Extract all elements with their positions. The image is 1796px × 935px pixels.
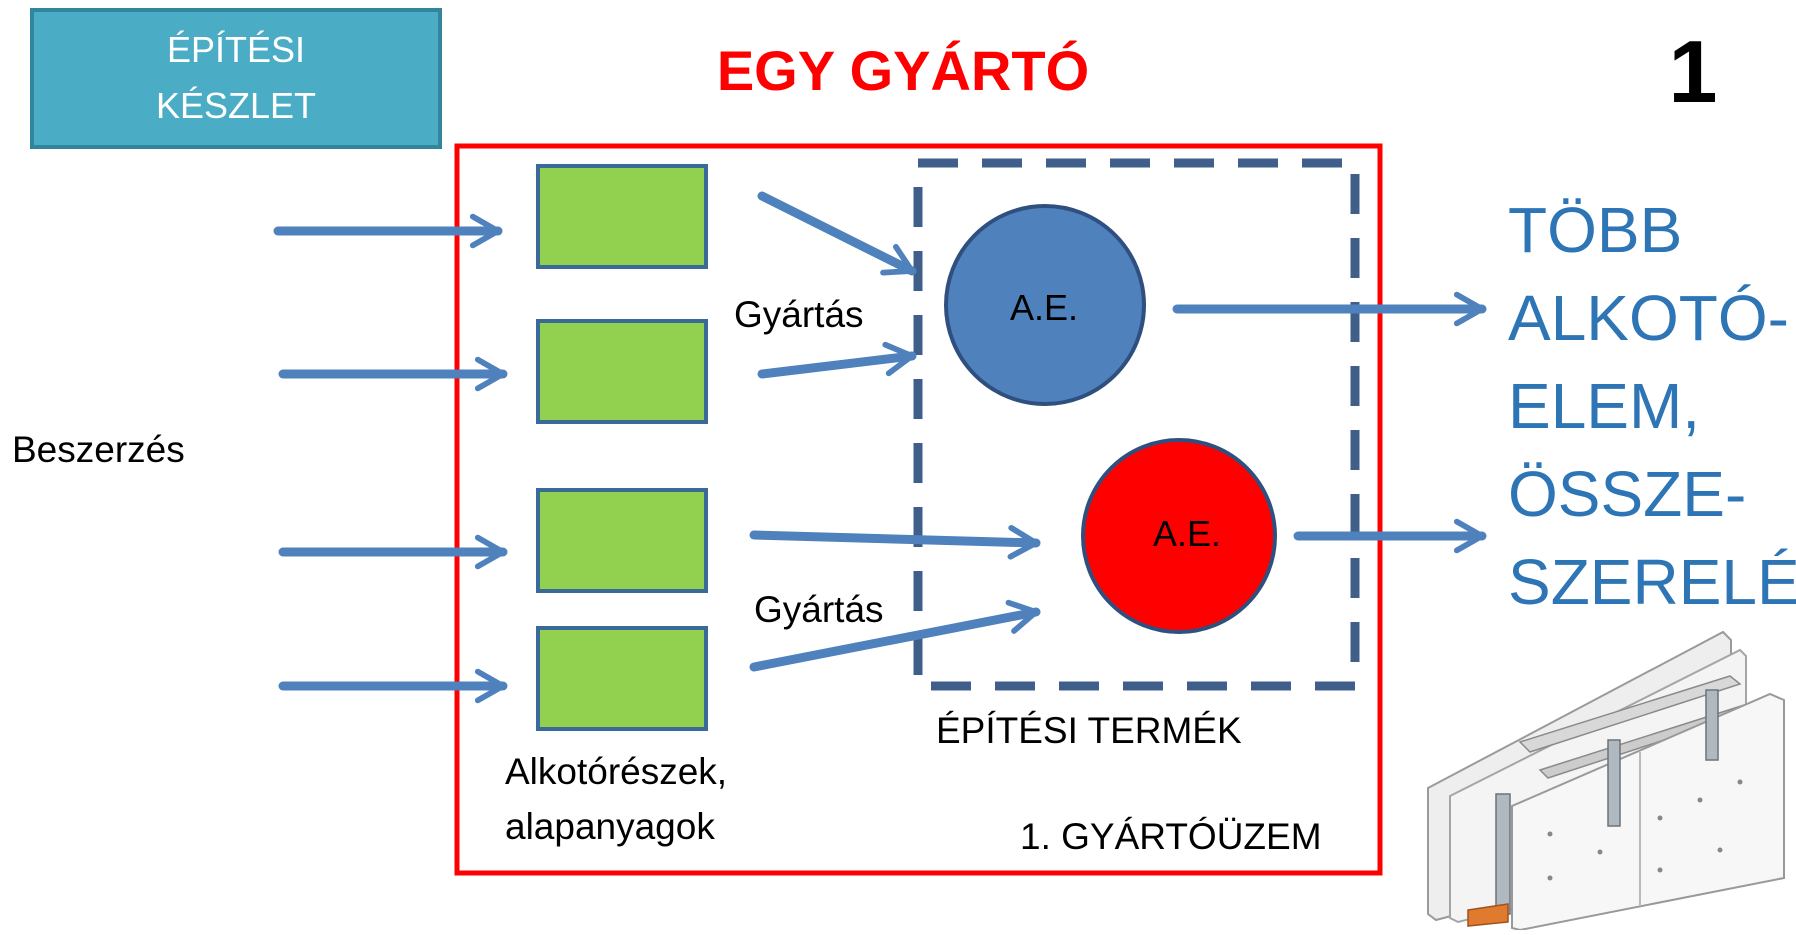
ae-circle-red-group: A.E. xyxy=(1081,438,1277,634)
output-text: TÖBB ALKOTÓ- ELEM, ÖSSZE- SZERELÉS xyxy=(1508,194,1796,618)
production-arrow-3 xyxy=(749,525,1041,560)
production-arrow-1 xyxy=(757,191,917,276)
output-line-2: ALKOTÓ- xyxy=(1508,282,1789,354)
component-box-4 xyxy=(536,626,708,731)
keszlet-box-rect xyxy=(30,8,442,149)
component-boxes xyxy=(536,164,708,731)
output-line-5: SZERELÉS xyxy=(1508,546,1796,618)
keszlet-line1: ÉPÍTÉSI xyxy=(167,29,305,70)
gyartas-label-bottom: Gyártás xyxy=(754,589,884,630)
production-arrow-2 xyxy=(757,341,917,379)
beszerzes-label: Beszerzés xyxy=(12,429,185,470)
product-label: ÉPÍTÉSI TERMÉK xyxy=(936,710,1242,751)
production-arrow-4 xyxy=(749,599,1041,672)
slide-number: 1 xyxy=(1669,22,1718,121)
component-box-2 xyxy=(536,319,708,424)
components-label-line2: alapanyagok xyxy=(505,806,715,847)
product-boundary xyxy=(913,158,1360,691)
component-box-1 xyxy=(536,164,708,269)
output-arrows xyxy=(1172,291,1487,554)
wall-panel-icon xyxy=(1427,630,1785,932)
page-title: EGY GYÁRTÓ xyxy=(717,39,1089,102)
component-box-3 xyxy=(536,488,708,593)
ae-circle-red xyxy=(1081,438,1277,634)
gyartas-label-top: Gyártás xyxy=(734,294,864,335)
input-arrows xyxy=(273,213,508,704)
ae-label-red: A.E. xyxy=(1153,513,1221,554)
production-arrows xyxy=(749,191,1041,672)
output-line-4: ÖSSZE- xyxy=(1508,458,1746,530)
ae-circle-blue xyxy=(944,204,1146,406)
components-label-line1: Alkotórészek, xyxy=(505,751,727,792)
epitesi-keszlet-box: ÉPÍTÉSI KÉSZLET xyxy=(30,8,442,149)
output-line-1: TÖBB xyxy=(1508,194,1682,266)
output-line-3: ELEM, xyxy=(1508,370,1700,442)
plant-label: 1. GYÁRTÓÜZEM xyxy=(1020,816,1322,857)
ae-label-blue: A.E. xyxy=(1010,287,1078,328)
plant-frame xyxy=(454,143,1383,876)
keszlet-line2: KÉSZLET xyxy=(156,85,316,126)
ae-circle-blue-group: A.E. xyxy=(944,204,1146,406)
